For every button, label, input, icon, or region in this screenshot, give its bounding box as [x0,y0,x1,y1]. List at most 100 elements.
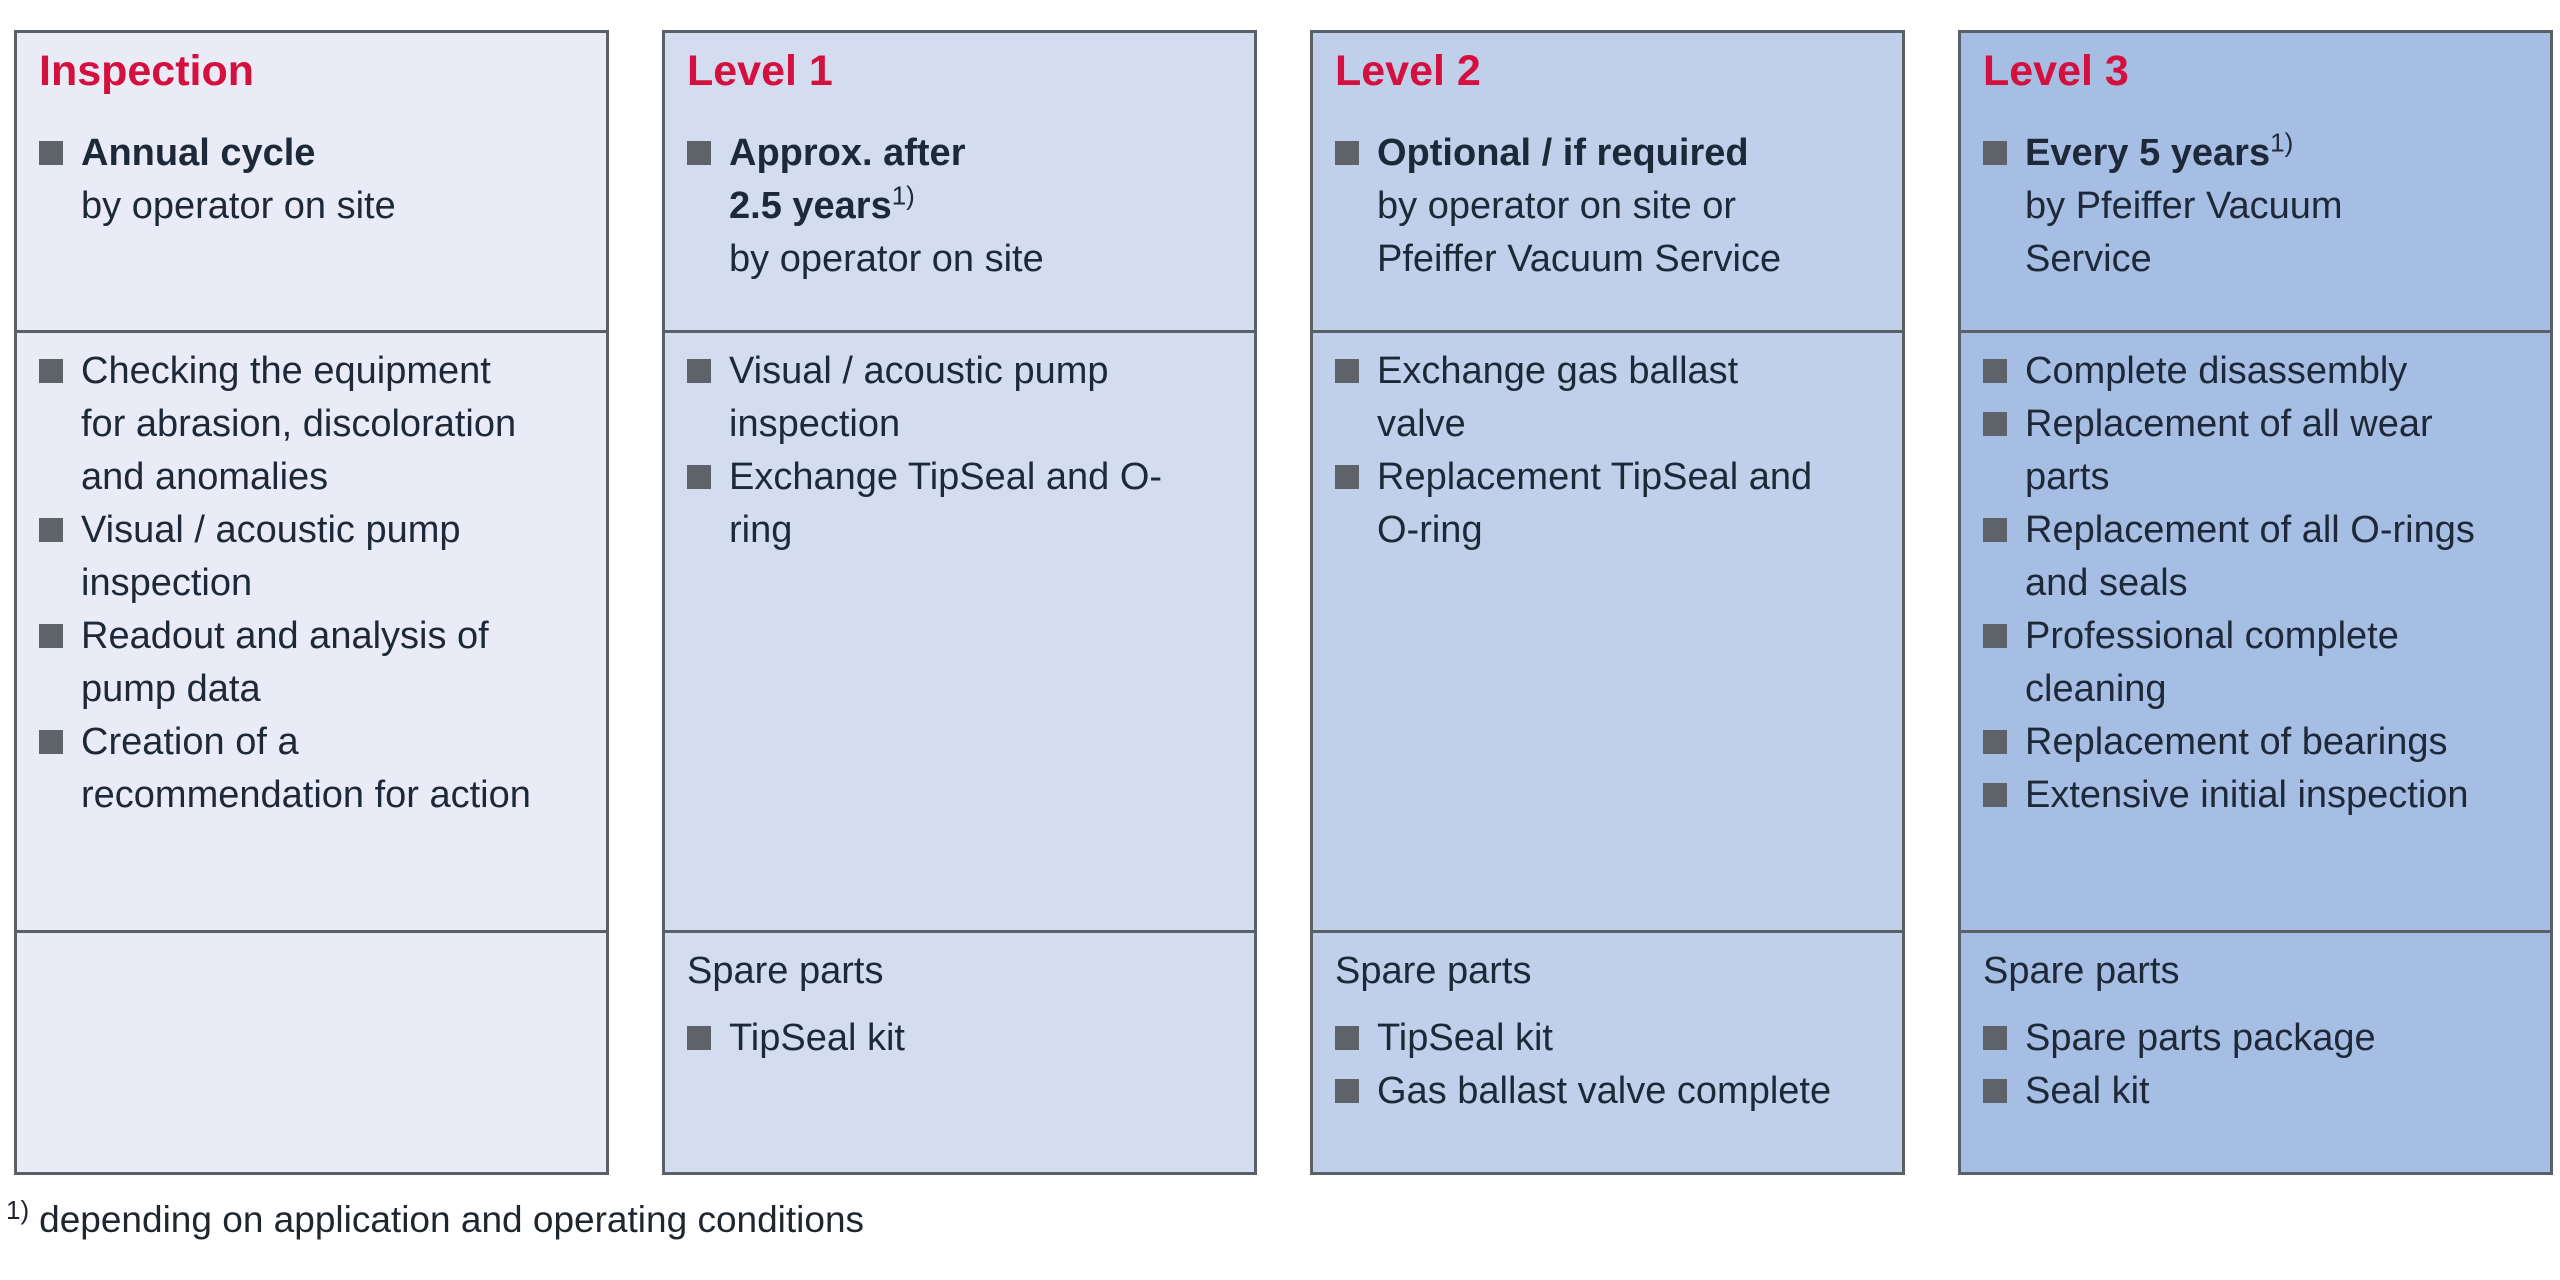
task-item-text: Professional complete cleaning [2025,615,2399,710]
footnote: 1) depending on application and operating… [6,1196,864,1244]
bullet-square-icon [1335,1079,1359,1103]
header-regular-line: by operator on site [81,185,396,227]
task-item-text: Exchange TipSeal and O-ring [729,456,1163,551]
bullet-square-icon [39,624,63,648]
spare-part-item-text: TipSeal kit [729,1017,905,1059]
bullet-square-icon [39,518,63,542]
spare-parts-label: Spare parts [1983,950,2180,992]
task-item-text: Visual / acoustic pump inspection [729,350,1109,445]
bullet-square-icon [1983,730,2007,754]
header-regular-line: by Pfeiffer Vacuum [2025,185,2343,227]
task-item: Exchange TipSeal and O-ring [687,451,1230,557]
task-item: Visual / acoustic pump inspection [687,345,1230,451]
task-item-text: Exchange gas ballast valve [1377,350,1739,445]
bullet-square-icon [1983,141,2007,165]
task-item: Readout and analysis of pump data [39,610,582,716]
bullet-square-icon [1335,465,1359,489]
header-bullet-item-text: Approx. after 2.5 years1) by operator on s… [729,127,1044,286]
spare-parts-cell [17,930,606,1172]
spare-part-item-text: Seal kit [2025,1070,2150,1112]
spare-parts-label: Spare parts [1335,950,1532,992]
header-bullet-item: Optional / if required by operator on sit… [1335,127,1878,286]
footnote-text: depending on application and operating c… [39,1199,865,1240]
header-cell: Level 1 Approx. after 2.5 years1) by operat… [665,33,1254,330]
header-regular-line: Service [2025,238,2152,280]
column-level-1: Level 1 Approx. after 2.5 years1) by operat… [662,30,1257,1175]
bullet-square-icon [1983,624,2007,648]
spare-parts-label: Spare parts [687,950,884,992]
task-item-text: Replacement of all wear parts [2025,403,2433,498]
column-title: Inspection [39,47,255,95]
task-item: Complete disassembly [1983,345,2526,398]
tasks-cell: Checking the equipment for abrasion, dis… [17,330,606,930]
header-bold-line: Annual cycle [81,132,316,174]
bullet-square-icon [1983,518,2007,542]
column-title: Level 1 [687,47,833,95]
header-regular-line: by operator on site [729,238,1044,280]
spare-part-item-text: Gas ballast valve complete [1377,1070,1832,1112]
footnote-marker: 1) [6,1194,30,1225]
task-item-text: Replacement TipSeal and O-ring [1377,456,1813,551]
bullet-square-icon [39,359,63,383]
task-item: Checking the equipment for abrasion, dis… [39,345,582,504]
task-item: Replacement of all O-rings and seals [1983,504,2526,610]
header-bullet-item-text: Annual cycle by operator on site [81,127,396,233]
superscript-marker: 1) [891,180,915,211]
spare-part-item: TipSeal kit [1335,1012,1878,1065]
task-item: Exchange gas ballast valve [1335,345,1878,451]
bullet-square-icon [1983,412,2007,436]
task-item: Replacement of bearings [1983,716,2526,769]
task-item-text: Checking the equipment for abrasion, dis… [81,350,517,498]
header-bold-line: Optional / if required [1377,132,1749,174]
task-item-text: Extensive initial inspection [2025,774,2469,816]
header-cell: Level 3 Every 5 years1) by Pfeiffer Vacuum… [1961,33,2550,330]
task-item-text: Replacement of all O-rings and seals [2025,509,2475,604]
bullet-square-icon [687,1026,711,1050]
column-level-3: Level 3 Every 5 years1) by Pfeiffer Vacuum… [1958,30,2553,1175]
task-item: Professional complete cleaning [1983,610,2526,716]
header-bold-line: 2.5 years [729,185,892,227]
superscript-marker: 1) [2270,127,2294,158]
bullet-square-icon [39,730,63,754]
task-item-text: Complete disassembly [2025,350,2408,392]
bullet-square-icon [1335,141,1359,165]
task-item-text: Readout and analysis of pump data [81,615,489,710]
header-bullet-item: Approx. after 2.5 years1) by operator on s… [687,127,1230,286]
header-bullet-item: Annual cycle by operator on site [39,127,582,233]
bullet-square-icon [687,141,711,165]
task-item: Replacement TipSeal and O-ring [1335,451,1878,557]
task-item: Visual / acoustic pump inspection [39,504,582,610]
header-bold-line: Approx. after [729,132,966,174]
task-item: Replacement of all wear parts [1983,398,2526,504]
header-regular-line: by operator on site or [1377,185,1737,227]
spare-part-item-text: Spare parts package [2025,1017,2376,1059]
bullet-square-icon [1983,783,2007,807]
spare-part-item: TipSeal kit [687,1012,1230,1065]
spare-part-item: Spare parts package [1983,1012,2526,1065]
spare-part-item: Gas ballast valve complete [1335,1065,1878,1118]
task-item-text: Visual / acoustic pump inspection [81,509,461,604]
task-item-text: Creation of a recommendation for action [81,721,531,816]
spare-part-item: Seal kit [1983,1065,2526,1118]
task-item: Extensive initial inspection [1983,769,2526,822]
column-title: Level 3 [1983,47,2129,95]
task-item: Creation of a recommendation for action [39,716,582,822]
bullet-square-icon [1335,359,1359,383]
bullet-square-icon [1983,1026,2007,1050]
header-bold-line: Every 5 years [2025,132,2271,174]
bullet-square-icon [1983,1079,2007,1103]
bullet-square-icon [687,465,711,489]
header-bullet-item-text: Optional / if required by operator on sit… [1377,127,1781,286]
